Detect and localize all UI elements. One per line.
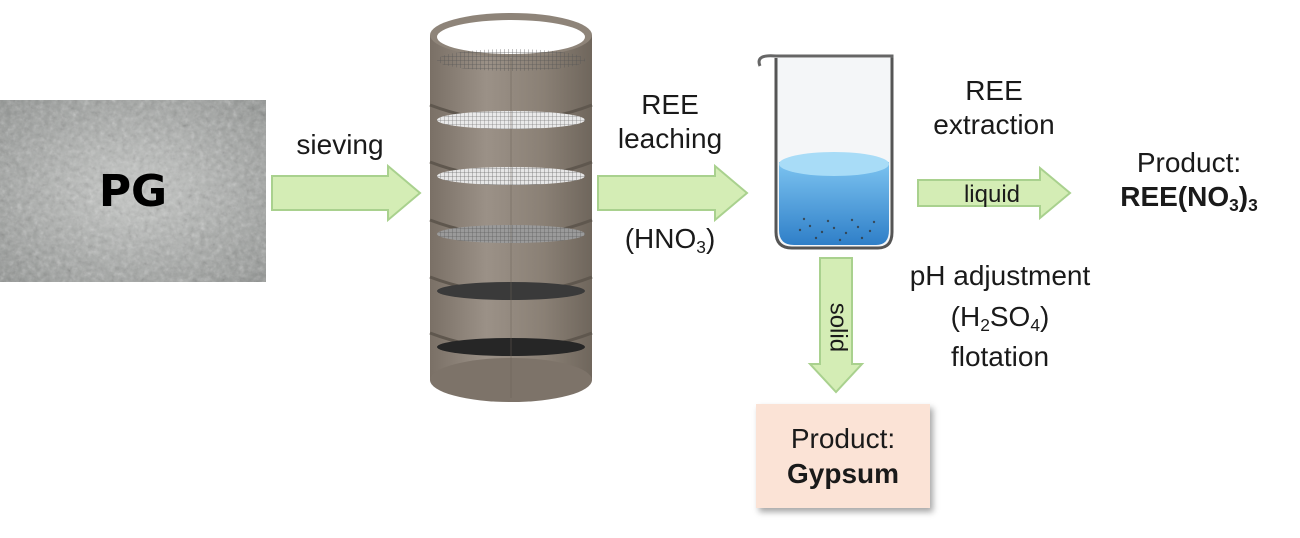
product-ree: Product: REE(NO3)3 xyxy=(1094,146,1284,213)
pg-label: PG xyxy=(98,165,168,217)
extraction-line2: extraction xyxy=(933,108,1055,140)
extraction-line1: REE xyxy=(965,75,1023,106)
ph-line1: pH adjustment xyxy=(909,260,1091,291)
ph-adjustment: pH adjustment (H2SO4) flotation xyxy=(880,256,1120,378)
arrow-solid xyxy=(807,257,865,394)
sieving-label: sieving xyxy=(296,129,384,160)
product-ree-formula: REE(NO3)3 xyxy=(1120,180,1258,215)
ph-line3: flotation xyxy=(950,341,1050,373)
arrow-liquid xyxy=(917,165,1072,221)
leaching-line2: leaching xyxy=(617,122,723,154)
product-gypsum-name: Gypsum xyxy=(786,458,900,489)
leaching-acid: (HNO3) xyxy=(624,223,716,257)
arrow-leaching xyxy=(597,163,749,223)
solid-label: solid xyxy=(824,302,852,353)
beaker-icon xyxy=(757,54,894,250)
product-gypsum-title: Product: xyxy=(790,423,896,454)
leaching-label: REE leaching xyxy=(600,88,740,155)
sieve-stack-icon xyxy=(429,13,593,402)
product-gypsum-box: Product: Gypsum xyxy=(756,404,930,508)
arrow-sieving xyxy=(271,163,422,223)
product-ree-title: Product: xyxy=(1136,147,1242,178)
ph-acid: (H2SO4) xyxy=(950,300,1050,335)
extraction-label: REE extraction xyxy=(904,74,1084,141)
liquid-label: liquid xyxy=(963,181,1021,208)
leaching-line1: REE xyxy=(641,89,699,120)
powder-texture xyxy=(0,100,266,282)
pg-powder-photo xyxy=(0,100,266,282)
